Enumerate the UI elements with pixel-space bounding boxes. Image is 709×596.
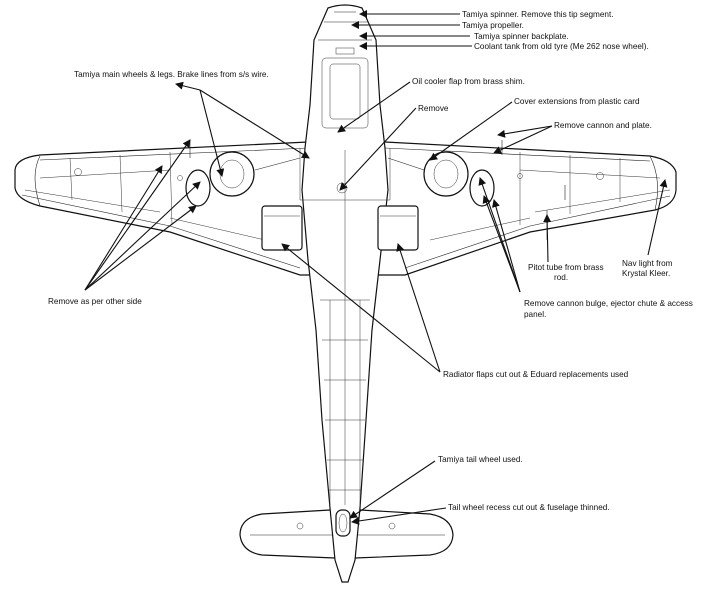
left-radiator xyxy=(261,205,303,251)
annotation-arrows xyxy=(84,10,668,525)
label-pitot-2: rod. xyxy=(554,273,568,282)
right-main-wheel xyxy=(423,151,469,197)
label-spinner: Tamiya spinner. Remove this tip segment. xyxy=(462,10,614,19)
label-radiator: Radiator flaps cut out & Eduard replacem… xyxy=(443,370,629,379)
label-remove: Remove xyxy=(418,104,449,113)
left-cannon-bulge xyxy=(185,169,211,207)
tail-wheel xyxy=(335,509,351,537)
label-coolant: Coolant tank from old tyre (Me 262 nose … xyxy=(474,42,649,51)
label-tail-wheel: Tamiya tail wheel used. xyxy=(438,455,523,464)
label-tail-recess: Tail wheel recess cut out & fuselage thi… xyxy=(448,503,610,512)
label-nav-2: Krystal Kleer. xyxy=(622,269,670,278)
label-cannon-bulge-2: panel. xyxy=(524,310,546,319)
label-nav-1: Nav light from xyxy=(622,259,673,268)
label-remove-other-side: Remove as per other side xyxy=(48,297,142,306)
label-main-wheels: Tamiya main wheels & legs. Brake lines f… xyxy=(74,70,269,79)
label-oil-cooler: Oil cooler flap from brass shim. xyxy=(412,77,525,86)
label-pitot-1: Pitot tube from brass xyxy=(528,263,604,272)
label-backplate: Tamiya spinner backplate. xyxy=(474,32,569,41)
left-main-wheel xyxy=(209,151,255,197)
label-cover-extensions: Cover extensions from plastic card xyxy=(514,97,640,106)
label-cannon-bulge-1: Remove cannon bulge, ejector chute & acc… xyxy=(524,299,693,308)
annotation-labels: Tamiya spinner. Remove this tip segment.… xyxy=(48,10,693,512)
label-remove-cannon: Remove cannon and plate. xyxy=(554,121,652,130)
aircraft-drawing xyxy=(14,4,677,583)
right-radiator xyxy=(377,205,419,251)
right-cannon-bulge xyxy=(469,169,495,207)
label-propeller: Tamiya propeller. xyxy=(462,21,524,30)
